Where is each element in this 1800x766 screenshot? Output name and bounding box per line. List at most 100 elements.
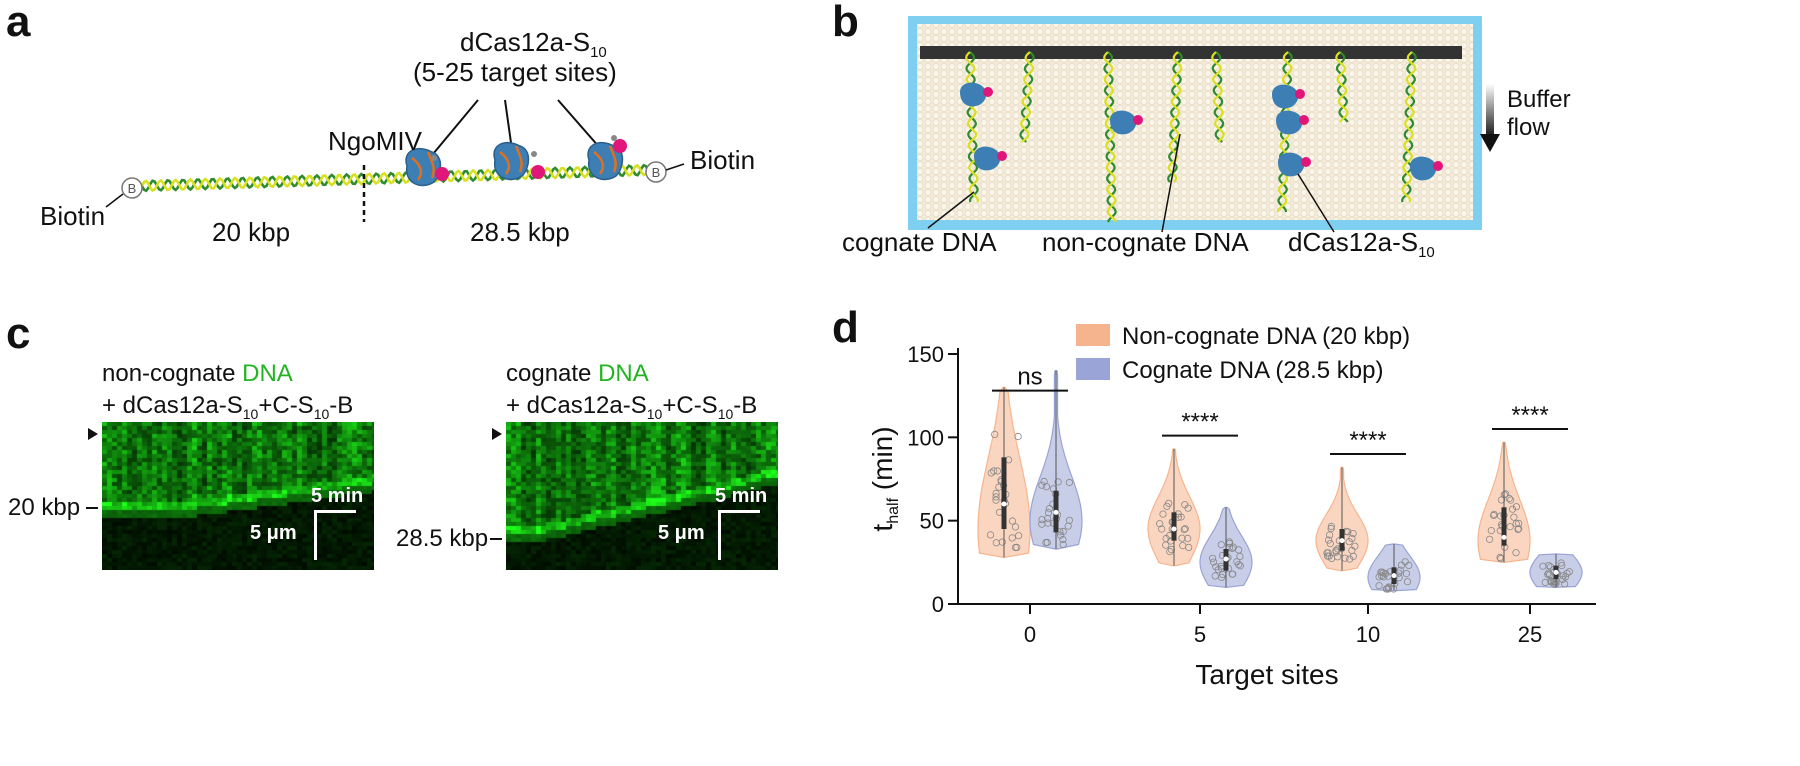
data-point (1327, 524, 1335, 533)
kymo-left-title: non-cognate DNA (102, 360, 293, 388)
data-point (993, 467, 1001, 475)
data-point (992, 496, 1000, 504)
protein-leader-b (1297, 173, 1335, 233)
data-point (1008, 534, 1016, 542)
data-point (1346, 555, 1354, 563)
data-point (1059, 527, 1067, 536)
kymo-left-sub-a: + dCas12a-S (102, 392, 243, 419)
data-point (1167, 546, 1175, 554)
y-tick-label: 50 (920, 509, 944, 534)
data-point (1228, 570, 1236, 578)
data-point (1375, 582, 1383, 590)
data-point (1159, 510, 1167, 518)
data-point (1539, 562, 1547, 570)
data-point (1402, 570, 1411, 578)
y-tick-label: 100 (907, 425, 944, 450)
chart-legend: Non-cognate DNA (20 kbp)Cognate DNA (28.… (1076, 323, 1410, 384)
sig-label-25: **** (1511, 402, 1548, 429)
data-point (1325, 552, 1333, 560)
violin-median (1053, 509, 1059, 515)
violin-median (1223, 556, 1229, 562)
kymo-left-time-bar (314, 510, 356, 513)
biotin-marker-left (121, 177, 143, 199)
kymo-left-space-scale: 5 μm (250, 522, 297, 544)
data-point (1512, 549, 1520, 557)
kymo-left-title-dna: DNA (242, 360, 293, 387)
data-point (1217, 573, 1226, 581)
kymo-left-sub-c: +C-S (258, 392, 314, 419)
kymo-left-sub-e: -B (329, 392, 354, 419)
data-point (1405, 561, 1413, 569)
data-point (1156, 520, 1164, 528)
kymo-right-space-bar (718, 510, 721, 560)
violin-median (1553, 569, 1559, 575)
data-point (1065, 478, 1073, 487)
flow-cell-diagram (908, 16, 1500, 233)
data-point (1557, 559, 1565, 567)
biotin-marker-left-text: B (128, 181, 137, 196)
data-point (1059, 535, 1067, 544)
data-point (1158, 525, 1166, 533)
data-point (1057, 531, 1065, 539)
data-point (1059, 540, 1067, 549)
data-point (1177, 513, 1185, 521)
data-point (1184, 534, 1192, 542)
violin-median (1391, 573, 1397, 579)
data-point (1045, 505, 1053, 513)
bound-proteins (960, 82, 1443, 181)
segment-28kbp-label: 28.5 kbp (470, 217, 570, 247)
barrier-marker-right (492, 428, 502, 440)
kymo-left-space-bar (314, 510, 317, 560)
x-tick-label: 0 (1024, 622, 1036, 647)
target-sites-range: (5-25 target sites) (413, 57, 617, 87)
data-point (1544, 569, 1553, 577)
kymo-left-subtitle: + dCas12a-S10+C-S10-B (102, 392, 353, 422)
data-point (1044, 519, 1052, 527)
data-point (1208, 554, 1217, 562)
data-point (1015, 532, 1023, 540)
data-point (1545, 571, 1554, 579)
data-point (1559, 575, 1567, 584)
violin-iqr (1501, 507, 1507, 546)
protein-label-b: dCas12a-S10 (1288, 227, 1435, 261)
kymo-right-title-text: cognate (506, 360, 599, 387)
flow-label-line2: flow (1507, 114, 1550, 141)
kymo-right-title: cognate DNA (506, 360, 649, 388)
x-tick-label: 25 (1518, 622, 1542, 647)
biotin-right-leader (665, 163, 685, 171)
flow-arrow-shaft (1486, 84, 1494, 138)
data-point (1515, 519, 1523, 527)
data-point (1209, 558, 1218, 566)
dna-strand (1211, 51, 1225, 143)
legend-label-0: Non-cognate DNA (20 kbp) (1122, 323, 1410, 350)
data-point (1510, 513, 1518, 521)
data-point (1563, 569, 1571, 577)
chart-violins (977, 370, 1583, 593)
data-point (1040, 477, 1048, 486)
dna-strand (965, 51, 979, 203)
data-point (1403, 578, 1412, 586)
data-point (1496, 553, 1504, 561)
violin-median (1339, 538, 1345, 544)
data-point (1545, 562, 1553, 570)
data-point (1501, 490, 1510, 498)
data-point (1181, 501, 1189, 509)
legend-swatch-0 (1076, 324, 1110, 346)
dna-strand (965, 51, 980, 203)
protein-leader-1 (427, 99, 479, 161)
kymo-right-sub-d: 10 (717, 405, 734, 422)
data-point (1385, 583, 1393, 591)
kymo-right-time-scale: 5 min (715, 485, 768, 507)
data-point (998, 538, 1006, 546)
x-tick-label: 5 (1194, 622, 1206, 647)
data-point (1334, 553, 1342, 561)
segment-20kbp-label: 20 kbp (212, 217, 291, 247)
data-point (1043, 538, 1051, 547)
data-point (1217, 541, 1225, 549)
dna-strand (1020, 51, 1034, 143)
data-point (1235, 546, 1243, 554)
dna-strand (1335, 51, 1349, 123)
panel-label-d: d (832, 303, 859, 352)
data-point (1487, 527, 1495, 535)
